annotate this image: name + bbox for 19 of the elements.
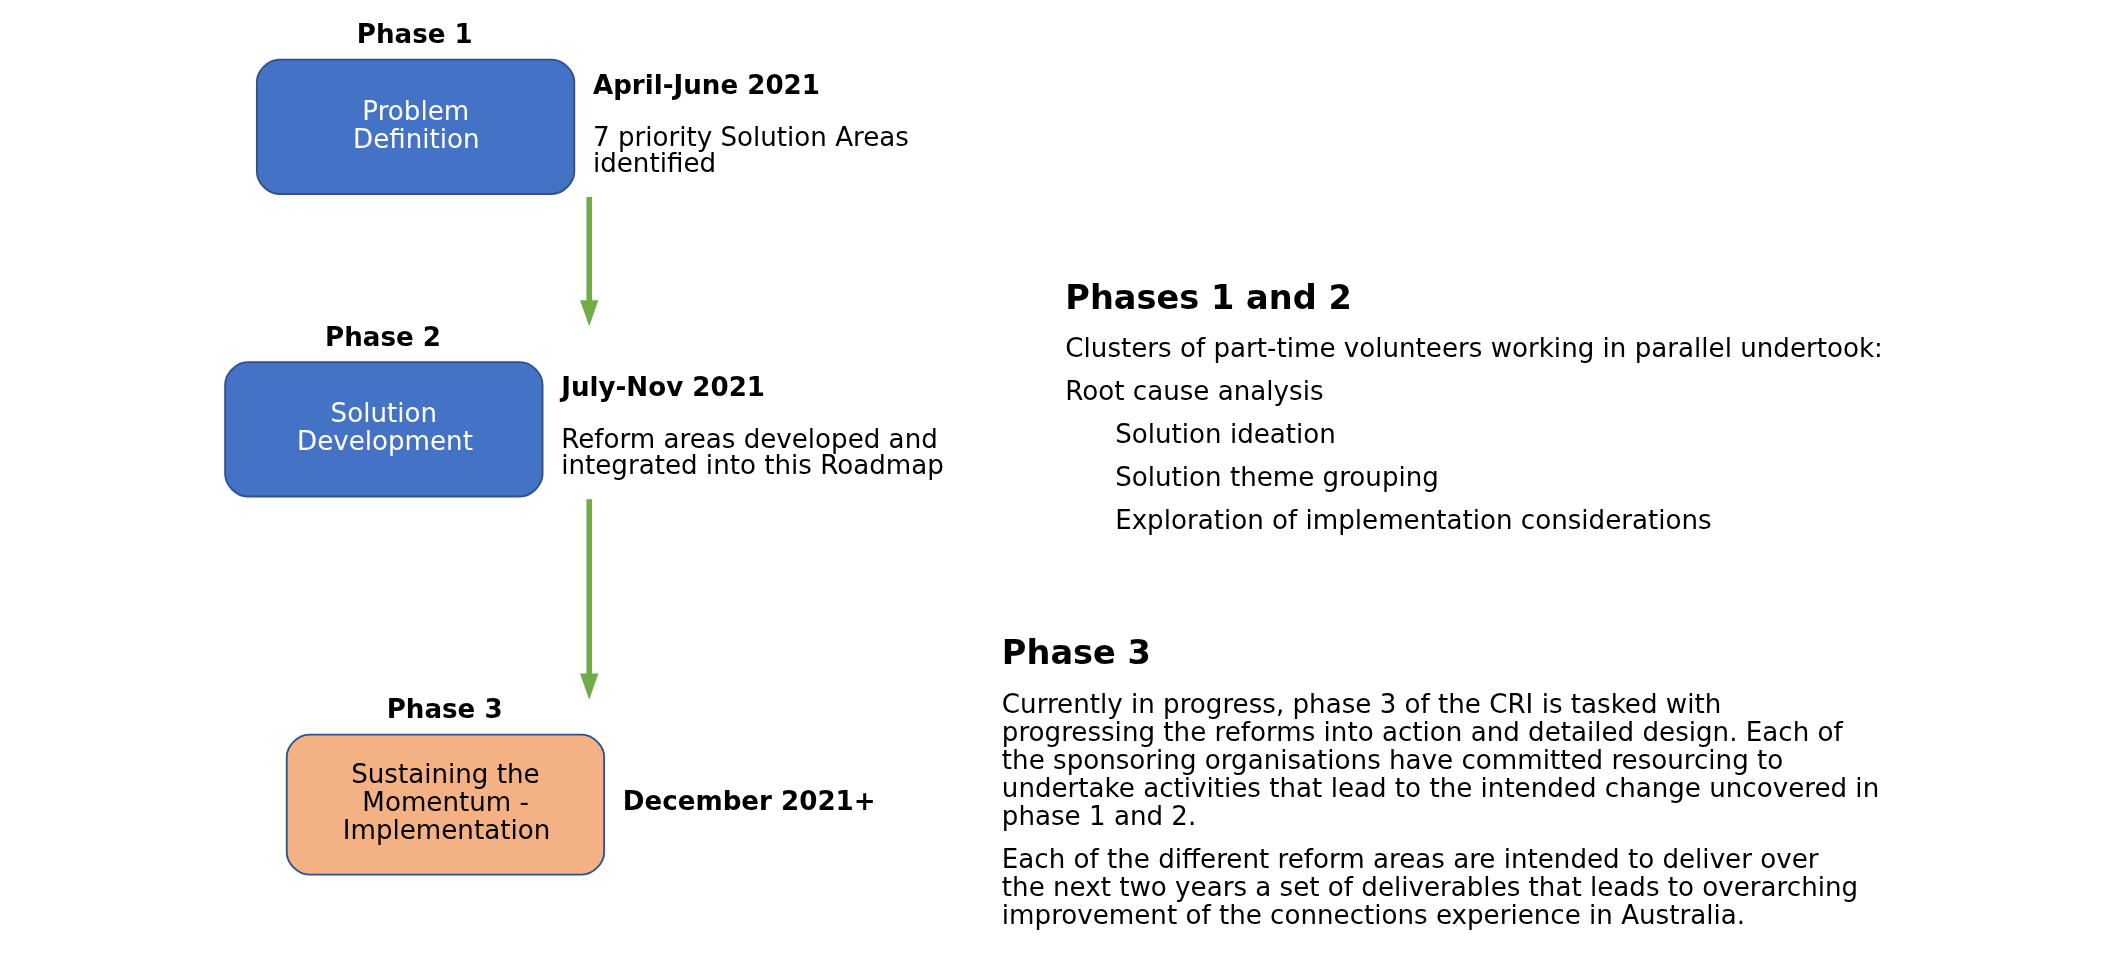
label: Exploration of implementation considerations [1115, 504, 1712, 535]
label: Solution theme grouping [1115, 461, 1439, 492]
node-label: April-June 2021 [592, 69, 820, 100]
node-label: July-Nov 2021 [561, 372, 766, 403]
arrow [580, 196, 599, 327]
node-label: Phase 1 [356, 19, 473, 50]
node-label: Phase 2 [325, 321, 441, 352]
label: Phases 1 and 2 [1065, 277, 1352, 317]
node-label: Reform areas developed and integrated into this Roadmap [561, 424, 944, 481]
label: Root cause analysis [1065, 375, 1324, 406]
node-label: Phase 3 [386, 694, 503, 725]
label: Each of the different reform areas are intended to deliver over the next two years a set of deliverables that leads to overarching improvement of the connections experience in Australia. [1001, 843, 1859, 930]
label: Clusters of part-time volunteers working in parallel undertook: [1065, 332, 1883, 363]
node-label: 7 priority Solution Areas identified [592, 121, 909, 178]
label: Solution ideation [1115, 418, 1336, 449]
label: Currently in progress, phase 3 of the CRI is tasked with progressing the reforms into action and detailed design. Each of the sponsoring organisations have committed resourcing to undertake activities that lead to the intended change uncovered in phase 1 and 2. [1001, 688, 1880, 831]
arrow [580, 499, 599, 700]
label: Phase 3 [1001, 633, 1151, 673]
node-label: December 2021+ [622, 785, 876, 816]
